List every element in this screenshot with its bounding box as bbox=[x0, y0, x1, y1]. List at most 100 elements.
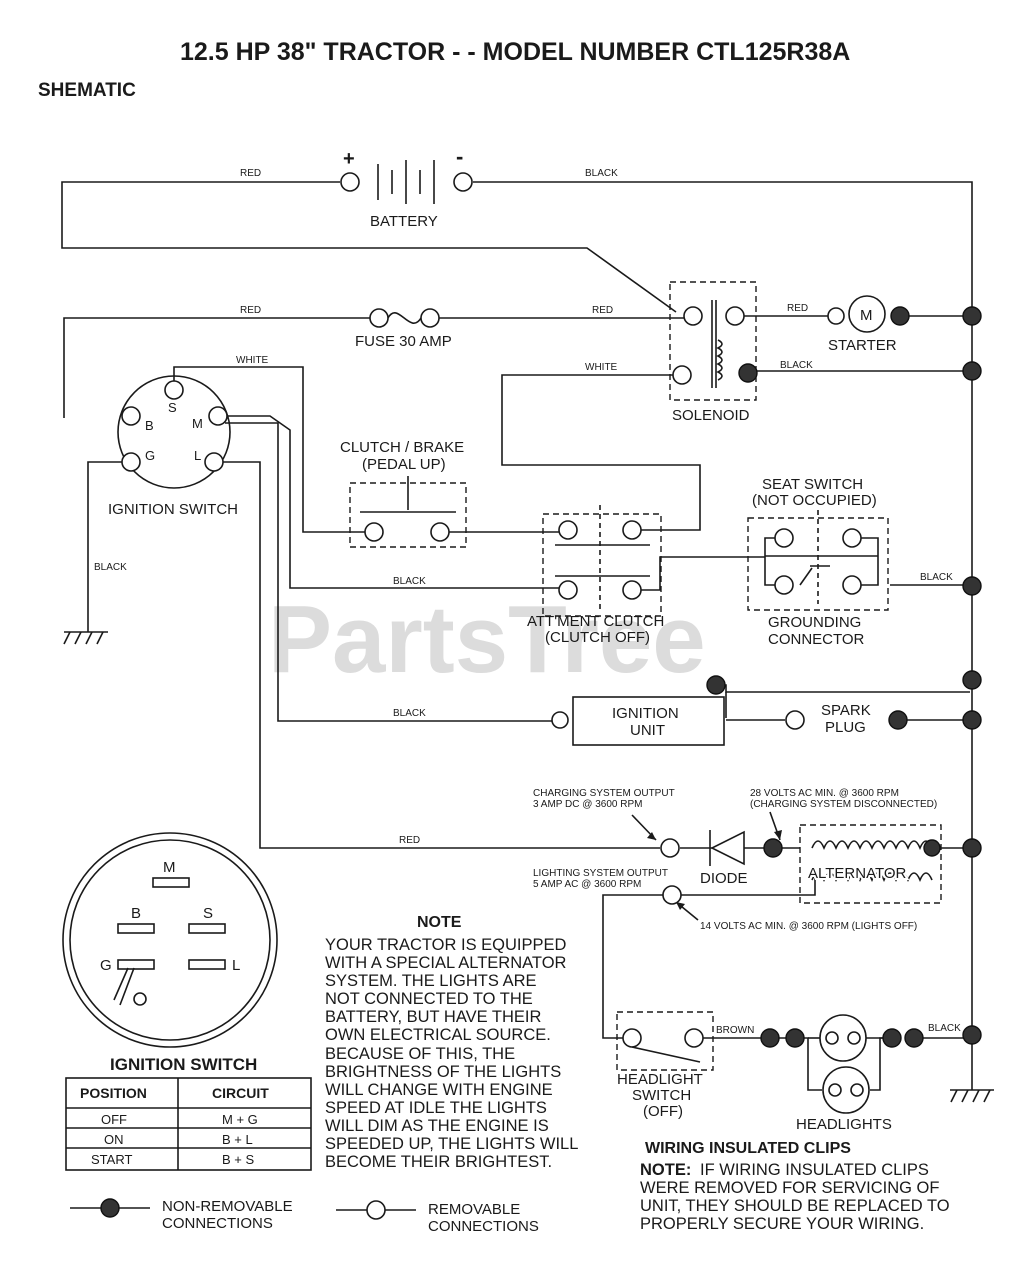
table-cell: OFF bbox=[101, 1112, 127, 1127]
wire-labels: RED BLACK RED RED RED WHITE WHITE BLACK … bbox=[94, 168, 961, 1036]
starter-label: STARTER bbox=[828, 337, 897, 354]
attachment-clutch-label: ATT'MENT CLUTCH bbox=[527, 613, 664, 630]
table-cell: B + S bbox=[222, 1152, 254, 1167]
seat-switch-state-label: (NOT OCCUPIED) bbox=[752, 492, 877, 509]
wire-label-black: BLACK bbox=[928, 1023, 961, 1034]
legend-non-removable-label: NON-REMOVABLE bbox=[162, 1198, 293, 1215]
note-line: YOUR TRACTOR IS EQUIPPED bbox=[325, 936, 567, 954]
note-line: WILL DIM AS THE ENGINE IS bbox=[325, 1117, 549, 1135]
note-line: OWN ELECTRICAL SOURCE. bbox=[325, 1026, 551, 1044]
battery-plus-sign: + bbox=[343, 148, 355, 170]
terminal-s-label: S bbox=[168, 400, 177, 415]
clips-heading: WIRING INSULATED CLIPS bbox=[645, 1140, 851, 1157]
volts-28-note: (CHARGING SYSTEM DISCONNECTED) bbox=[750, 799, 937, 810]
note-line: SPEED AT IDLE THE LIGHTS bbox=[325, 1099, 547, 1117]
table-header-position: POSITION bbox=[80, 1085, 147, 1101]
spark-plug: SPARK PLUG bbox=[785, 702, 908, 736]
clips-line: UNIT, THEY SHOULD BE REPLACED TO bbox=[640, 1197, 950, 1215]
clips-note-label: NOTE: bbox=[640, 1161, 691, 1179]
note-line: BATTERY, BUT HAVE THEIR bbox=[325, 1008, 541, 1026]
ignition-unit: IGNITION UNIT bbox=[551, 675, 726, 746]
wire-label-red: RED bbox=[787, 303, 808, 314]
page-subtitle: SHEMATIC bbox=[38, 80, 136, 101]
clips-note: WIRING INSULATED CLIPS NOTE: IF WIRING I… bbox=[640, 1140, 950, 1233]
starter-symbol: M bbox=[860, 307, 873, 324]
page-title: 12.5 HP 38" TRACTOR - - MODEL NUMBER CTL… bbox=[180, 38, 850, 66]
note-line: WITH A SPECIAL ALTERNATOR bbox=[325, 954, 567, 972]
ignition-unit-label-2: UNIT bbox=[630, 722, 665, 739]
headlight-switch: HEADLIGHT SWITCH (OFF) bbox=[616, 1011, 714, 1120]
fuse: FUSE 30 AMP bbox=[355, 308, 452, 350]
grounding-connector-label-2: CONNECTOR bbox=[768, 631, 865, 648]
lighting-output-value: 5 AMP AC @ 3600 RPM bbox=[533, 879, 641, 890]
clips-line: WERE REMOVED FOR SERVICING OF bbox=[640, 1179, 939, 1197]
clips-line: IF WIRING INSULATED CLIPS bbox=[700, 1161, 929, 1179]
spark-plug-label-2: PLUG bbox=[825, 719, 866, 736]
lighting-output-label: LIGHTING SYSTEM OUTPUT bbox=[533, 868, 668, 879]
seat-switch: SEAT SWITCH (NOT OCCUPIED) GROUNDING CON… bbox=[747, 476, 889, 648]
table-cell: ON bbox=[104, 1132, 124, 1147]
wire-label-white: WHITE bbox=[585, 362, 618, 373]
headlights: HEADLIGHTS bbox=[760, 1014, 924, 1133]
ignition-switch-table: IGNITION SWITCH POSITION CIRCUIT OFF M +… bbox=[65, 1055, 312, 1171]
headlight-switch-state-label: (OFF) bbox=[643, 1103, 683, 1120]
charging-output-value: 3 AMP DC @ 3600 RPM bbox=[533, 799, 642, 810]
note-line: BECOME THEIR BRIGHTEST. bbox=[325, 1153, 552, 1171]
legend: NON-REMOVABLE CONNECTIONS REMOVABLE CONN… bbox=[70, 1198, 539, 1235]
note-heading: NOTE bbox=[417, 914, 462, 931]
wire-label-black: BLACK bbox=[94, 562, 127, 573]
wire-label-red: RED bbox=[592, 305, 613, 316]
battery: + - BATTERY bbox=[340, 144, 473, 230]
battery-minus-sign: - bbox=[456, 144, 463, 169]
solenoid: SOLENOID bbox=[669, 281, 758, 424]
charging-output: CHARGING SYSTEM OUTPUT 3 AMP DC @ 3600 R… bbox=[533, 788, 680, 858]
clutch-brake-state-label: (PEDAL UP) bbox=[362, 456, 446, 473]
terminal-m-label: M bbox=[192, 416, 203, 431]
attachment-clutch-state-label: (CLUTCH OFF) bbox=[545, 629, 650, 646]
legend-non-removable-label-2: CONNECTIONS bbox=[162, 1215, 273, 1232]
legend-removable-label-2: CONNECTIONS bbox=[428, 1218, 539, 1235]
wire-label-black: BLACK bbox=[780, 360, 813, 371]
wire-label-brown: BROWN bbox=[716, 1025, 754, 1036]
terminal-b-label: B bbox=[145, 418, 154, 433]
legend-removable-label: REMOVABLE bbox=[428, 1201, 520, 1218]
diode: DIODE bbox=[700, 830, 748, 887]
table-cell: B + L bbox=[222, 1132, 253, 1147]
face-terminal-l-label: L bbox=[232, 957, 240, 974]
note-line: BRIGHTNESS OF THE LIGHTS bbox=[325, 1063, 561, 1081]
alternator: 28 VOLTS AC MIN. @ 3600 RPM (CHARGING SY… bbox=[750, 788, 942, 904]
volts-14-label: 14 VOLTS AC MIN. @ 3600 RPM (LIGHTS OFF) bbox=[700, 921, 917, 932]
terminal-g-label: G bbox=[145, 448, 155, 463]
wire-label-black: BLACK bbox=[393, 576, 426, 587]
face-terminal-b-label: B bbox=[131, 905, 141, 922]
face-terminal-m-label: M bbox=[163, 859, 176, 876]
wire-label-black: BLACK bbox=[393, 708, 426, 719]
spark-plug-label: SPARK bbox=[821, 702, 871, 719]
watermark: PartsTree bbox=[268, 586, 706, 693]
wires bbox=[61, 181, 994, 1103]
note-block: NOTE YOUR TRACTOR IS EQUIPPED WITH A SPE… bbox=[325, 914, 578, 1171]
note-line: NOT CONNECTED TO THE bbox=[325, 990, 533, 1008]
wire-label-black: BLACK bbox=[920, 572, 953, 583]
note-line: WILL CHANGE WITH ENGINE bbox=[325, 1081, 553, 1099]
note-line: SYSTEM. THE LIGHTS ARE bbox=[325, 972, 537, 990]
table-title: IGNITION SWITCH bbox=[110, 1055, 257, 1074]
charging-output-label: CHARGING SYSTEM OUTPUT bbox=[533, 788, 675, 799]
wire-label-red: RED bbox=[240, 168, 261, 179]
starter: M STARTER bbox=[827, 295, 910, 354]
attachment-clutch-switch: ATT'MENT CLUTCH (CLUTCH OFF) bbox=[527, 505, 664, 646]
face-terminal-s-label: S bbox=[203, 905, 213, 922]
lighting-output: LIGHTING SYSTEM OUTPUT 5 AMP AC @ 3600 R… bbox=[533, 868, 917, 932]
ignition-switch-label: IGNITION SWITCH bbox=[108, 501, 238, 518]
seat-switch-label: SEAT SWITCH bbox=[762, 476, 863, 493]
table-cell: M + G bbox=[222, 1112, 258, 1127]
ground-rail bbox=[962, 306, 982, 1045]
note-line: SPEEDED UP, THE LIGHTS WILL bbox=[325, 1135, 578, 1153]
wire-label-red: RED bbox=[399, 835, 420, 846]
legend-removable-marker bbox=[366, 1200, 386, 1220]
headlight-switch-label: HEADLIGHT bbox=[617, 1071, 703, 1088]
fuse-label: FUSE 30 AMP bbox=[355, 333, 452, 350]
headlight-switch-label-2: SWITCH bbox=[632, 1087, 691, 1104]
grounding-connector-label: GROUNDING bbox=[768, 614, 861, 631]
